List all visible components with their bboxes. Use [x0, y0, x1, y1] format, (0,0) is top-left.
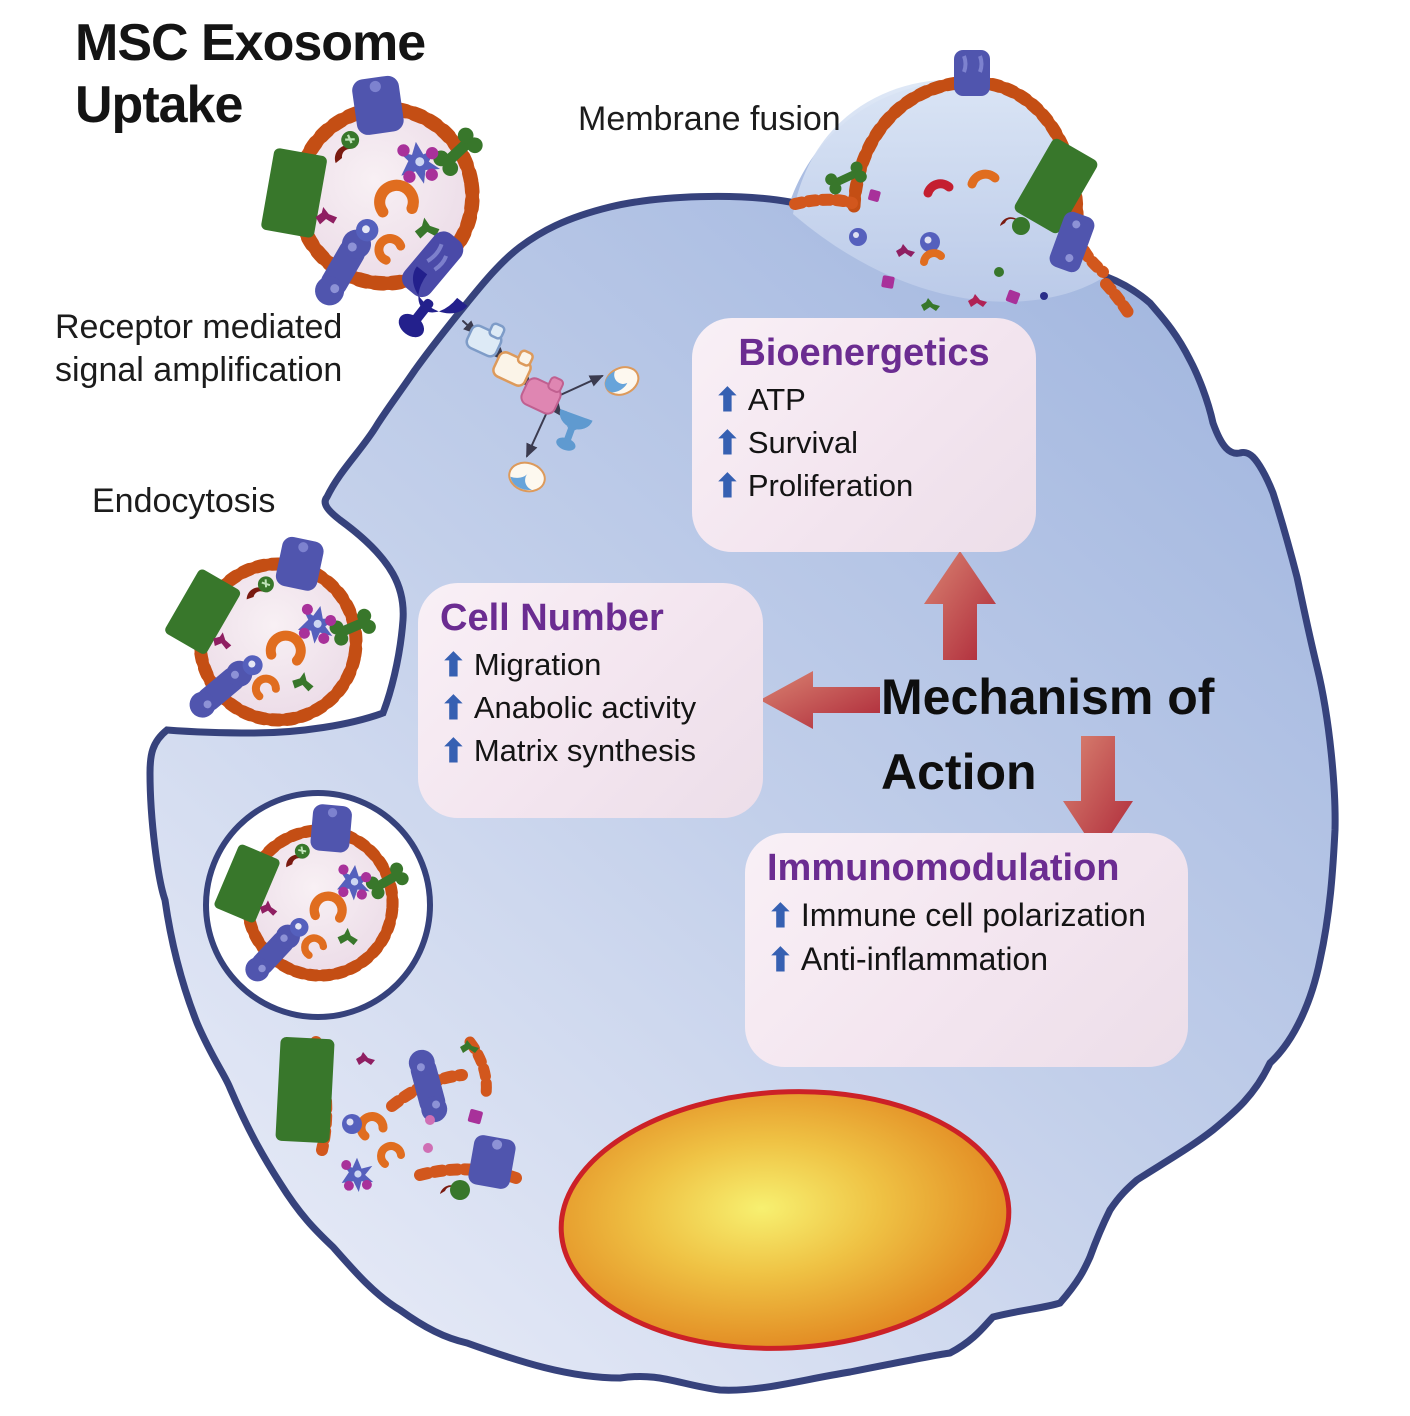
up-arrow-icon: ⬆	[440, 690, 467, 726]
item-label: Migration	[473, 647, 602, 682]
flow-arrows	[760, 551, 1133, 854]
fusion-receptor-icon	[954, 50, 990, 96]
red-arrow-up	[924, 551, 996, 660]
label-endocytosis: Endocytosis	[92, 482, 276, 520]
up-arrow-icon: ⬆	[767, 897, 794, 934]
item-label: Survival	[747, 425, 859, 460]
item-label: Matrix synthesis	[473, 733, 697, 768]
item-label: Anabolic activity	[473, 690, 697, 725]
bioenergetics-item: ⬆ ATP	[714, 382, 1014, 418]
item-label: ATP	[747, 382, 806, 417]
cell-number-item: ⬆ Anabolic activity	[440, 690, 741, 726]
exosome-docking	[242, 64, 506, 338]
signal-cascade	[462, 320, 640, 493]
up-arrow-icon: ⬆	[714, 425, 741, 461]
immunomodulation-box: Immunomodulation ⬆ Immune cell polarizat…	[745, 833, 1188, 1067]
up-arrow-icon: ⬆	[440, 647, 467, 683]
membrane-fusion-site	[789, 50, 1137, 323]
nucleus	[558, 1089, 1012, 1351]
red-arrow-down	[1063, 736, 1133, 854]
immunomodulation-item: ⬆ Immune cell polarization	[767, 897, 1166, 934]
mechanism-of-action-label: Mechanism of Action	[881, 669, 1215, 800]
bioenergetics-title: Bioenergetics	[738, 332, 990, 374]
up-arrow-icon: ⬆	[714, 382, 741, 418]
effector-goblet-icon	[556, 409, 593, 451]
exosome-disintegrating	[275, 1036, 522, 1200]
up-arrow-icon: ⬆	[440, 733, 467, 769]
bioenergetics-item: ⬆ Proliferation	[714, 468, 1014, 504]
up-arrow-icon: ⬆	[714, 468, 741, 504]
bioenergetics-item: ⬆ Survival	[714, 425, 1014, 461]
endosome-vesicle	[206, 793, 433, 1020]
cell-number-item: ⬆ Matrix synthesis	[440, 733, 741, 769]
cell-membrane-border	[146, 192, 1339, 1394]
immunomodulation-item: ⬆ Anti-inflammation	[767, 941, 1166, 978]
item-label: Proliferation	[747, 468, 914, 503]
membrane-receptor-icon	[398, 266, 468, 338]
red-arrow-left	[760, 671, 880, 729]
immunomodulation-title: Immunomodulation	[767, 847, 1120, 889]
item-label: Immune cell polarization	[800, 897, 1146, 933]
label-membrane-fusion: Membrane fusion	[578, 100, 841, 138]
cell-number-title: Cell Number	[440, 597, 664, 639]
cell-number-item: ⬆ Migration	[440, 647, 741, 683]
diagram-title: MSC Exosome Uptake	[75, 14, 426, 135]
cell-number-box: Cell Number ⬆ Migration ⬆ Anabolic activ…	[418, 583, 763, 818]
item-label: Anti-inflammation	[800, 941, 1049, 977]
up-arrow-icon: ⬆	[767, 941, 794, 978]
bioenergetics-box: Bioenergetics ⬆ ATP ⬆ Survival ⬆ Prolife…	[692, 318, 1036, 552]
label-receptor-mediated: Receptor mediated signal amplification	[55, 308, 343, 389]
